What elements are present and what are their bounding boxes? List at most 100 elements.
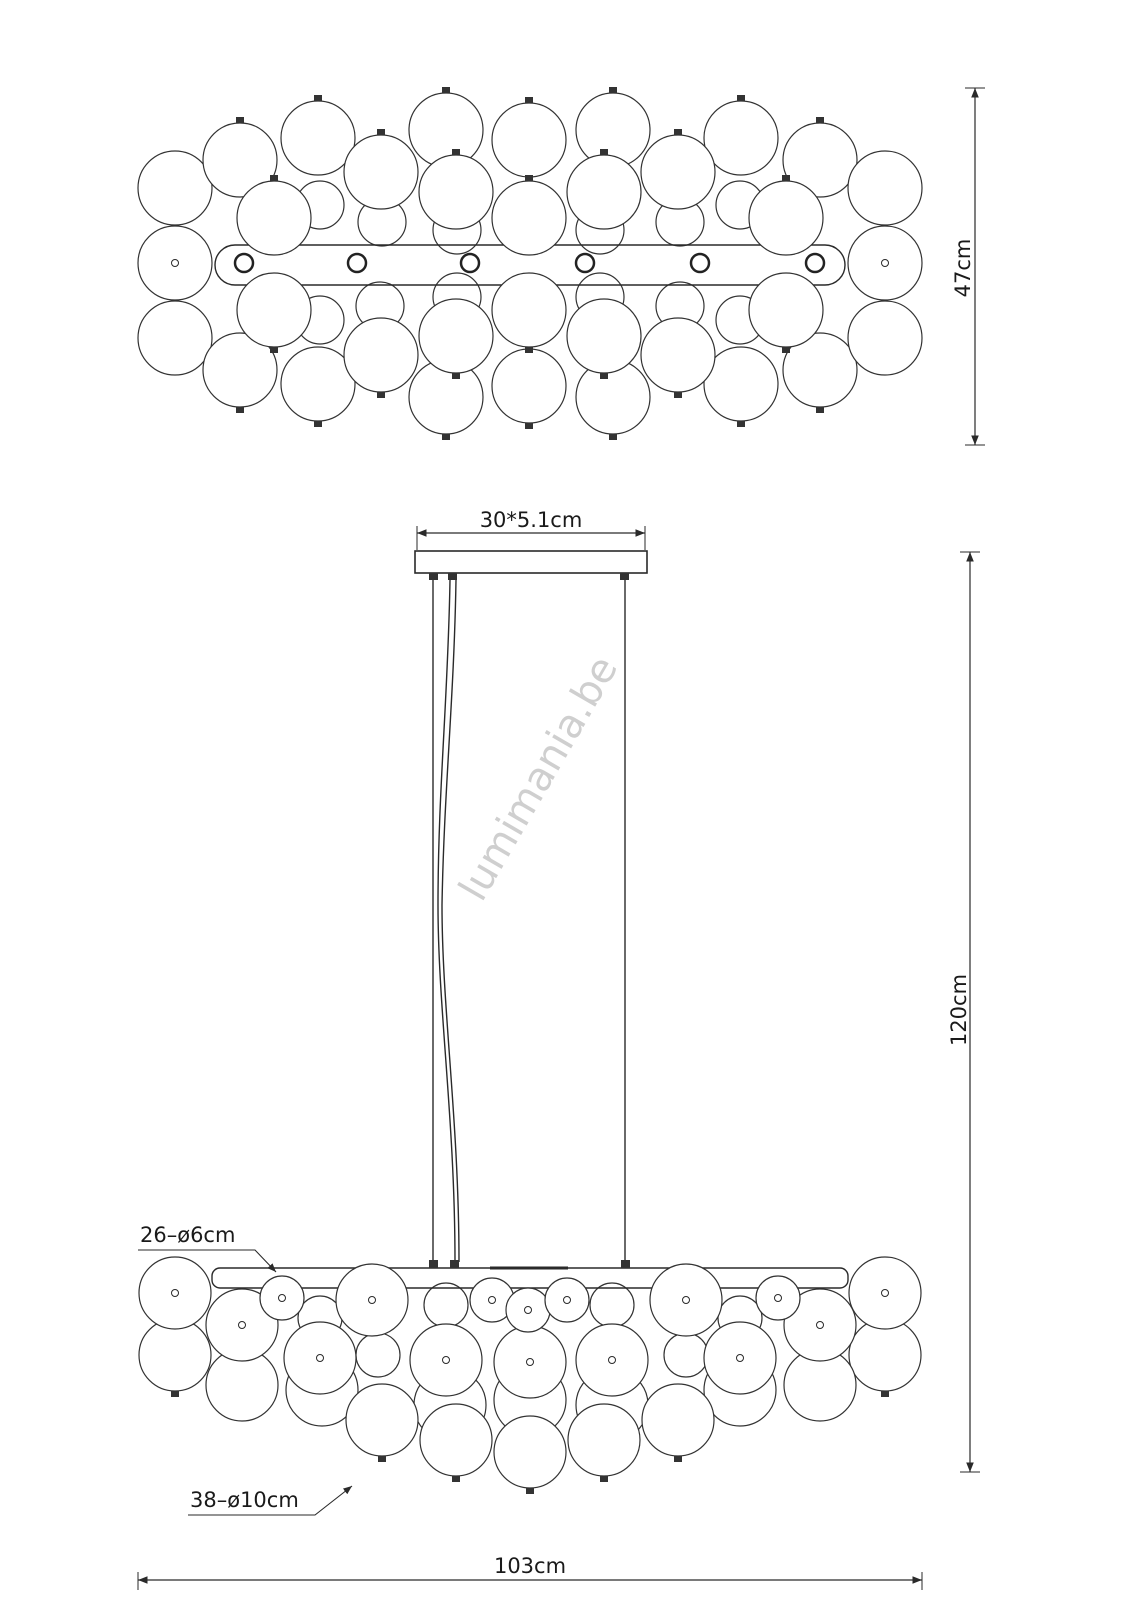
height-dimension-side: 120cm	[947, 551, 980, 1473]
globe	[640, 134, 716, 210]
globe-cap	[674, 1456, 682, 1462]
globe	[748, 272, 824, 348]
globe-cap	[600, 373, 608, 379]
globe-cap	[442, 434, 450, 440]
large-globe-callout: 38–ø10cm	[188, 1485, 353, 1516]
globe-cap	[524, 1306, 532, 1314]
socket	[574, 252, 596, 274]
globe-cap	[736, 1354, 744, 1362]
globe-cap	[171, 259, 179, 267]
globe	[575, 1323, 649, 1397]
globe	[423, 1282, 469, 1328]
globe	[783, 1288, 857, 1362]
globe	[649, 1263, 723, 1337]
globe	[419, 1403, 493, 1477]
globe	[847, 300, 923, 376]
globe-cap	[526, 1358, 534, 1366]
globe	[355, 1332, 401, 1378]
watermark: lumimania.be	[450, 648, 627, 908]
globe-cap	[525, 423, 533, 429]
globe	[343, 134, 419, 210]
globe	[409, 1323, 483, 1397]
globe	[566, 154, 642, 230]
globe	[641, 1383, 715, 1457]
globe-cap	[278, 1294, 286, 1302]
socket	[233, 252, 255, 274]
globe-cap	[881, 1391, 889, 1397]
globe-cap	[236, 407, 244, 413]
socket	[689, 252, 711, 274]
globe-cap	[674, 392, 682, 398]
globe-cap	[526, 1488, 534, 1494]
globe	[137, 225, 213, 301]
globe-cap	[816, 1321, 824, 1329]
height-dimension-top: 47cm	[951, 87, 985, 446]
globe-cap	[782, 347, 790, 353]
globe	[755, 1275, 801, 1321]
globe	[703, 1321, 777, 1395]
socket	[346, 252, 368, 274]
globe	[343, 317, 419, 393]
globe	[283, 1321, 357, 1395]
globe-cap	[816, 117, 824, 123]
globe-cap	[314, 95, 322, 101]
socket	[804, 252, 826, 274]
globe	[847, 225, 923, 301]
height-label-top: 47cm	[951, 239, 975, 298]
globe	[491, 272, 567, 348]
globe-cap	[452, 149, 460, 155]
canopy-label: 30*5.1cm	[480, 508, 583, 532]
socket	[459, 252, 481, 274]
globe	[280, 100, 356, 176]
globe-cap	[737, 421, 745, 427]
globe	[748, 180, 824, 256]
globe	[491, 180, 567, 256]
globe-cap	[488, 1296, 496, 1304]
globe	[236, 180, 312, 256]
top-view-fixture	[137, 87, 923, 440]
globe	[589, 1282, 635, 1328]
globe-cap	[314, 421, 322, 427]
globe-cap	[377, 129, 385, 135]
globe	[544, 1277, 590, 1323]
globe	[418, 298, 494, 374]
globe	[703, 100, 779, 176]
globe	[491, 102, 567, 178]
globe	[137, 300, 213, 376]
width-label: 103cm	[494, 1554, 566, 1578]
suspension-height-label: 120cm	[947, 974, 971, 1046]
globe-cap	[782, 175, 790, 181]
canopy: 30*5.1cm	[414, 508, 648, 580]
side-frame-bar	[211, 1267, 849, 1289]
globe-cap	[525, 347, 533, 353]
globe-cap	[600, 149, 608, 155]
globe-cap	[563, 1296, 571, 1304]
globe-cap	[609, 434, 617, 440]
globe-cap	[525, 175, 533, 181]
small-globe-label: 26–ø6cm	[140, 1223, 235, 1247]
globe	[345, 1383, 419, 1457]
globe	[848, 1256, 922, 1330]
globe-cap	[368, 1296, 376, 1304]
globe	[205, 1288, 279, 1362]
globe-cap	[270, 347, 278, 353]
globe-cap	[171, 1391, 179, 1397]
globe-cap	[442, 87, 450, 93]
globe	[259, 1275, 305, 1321]
globe	[847, 150, 923, 226]
globe-cap	[171, 1289, 179, 1297]
globe-cap	[238, 1321, 246, 1329]
globe	[566, 298, 642, 374]
globe	[640, 317, 716, 393]
globe	[236, 272, 312, 348]
globe-cap	[774, 1294, 782, 1302]
globe-cap	[452, 373, 460, 379]
globe-cap	[525, 97, 533, 103]
globe	[138, 1318, 212, 1392]
globe-cap	[452, 1476, 460, 1482]
globe-cap	[608, 1356, 616, 1364]
globe	[663, 1332, 709, 1378]
side-view-fixture	[138, 1256, 922, 1494]
globe	[335, 1263, 409, 1337]
globe-cap	[270, 175, 278, 181]
